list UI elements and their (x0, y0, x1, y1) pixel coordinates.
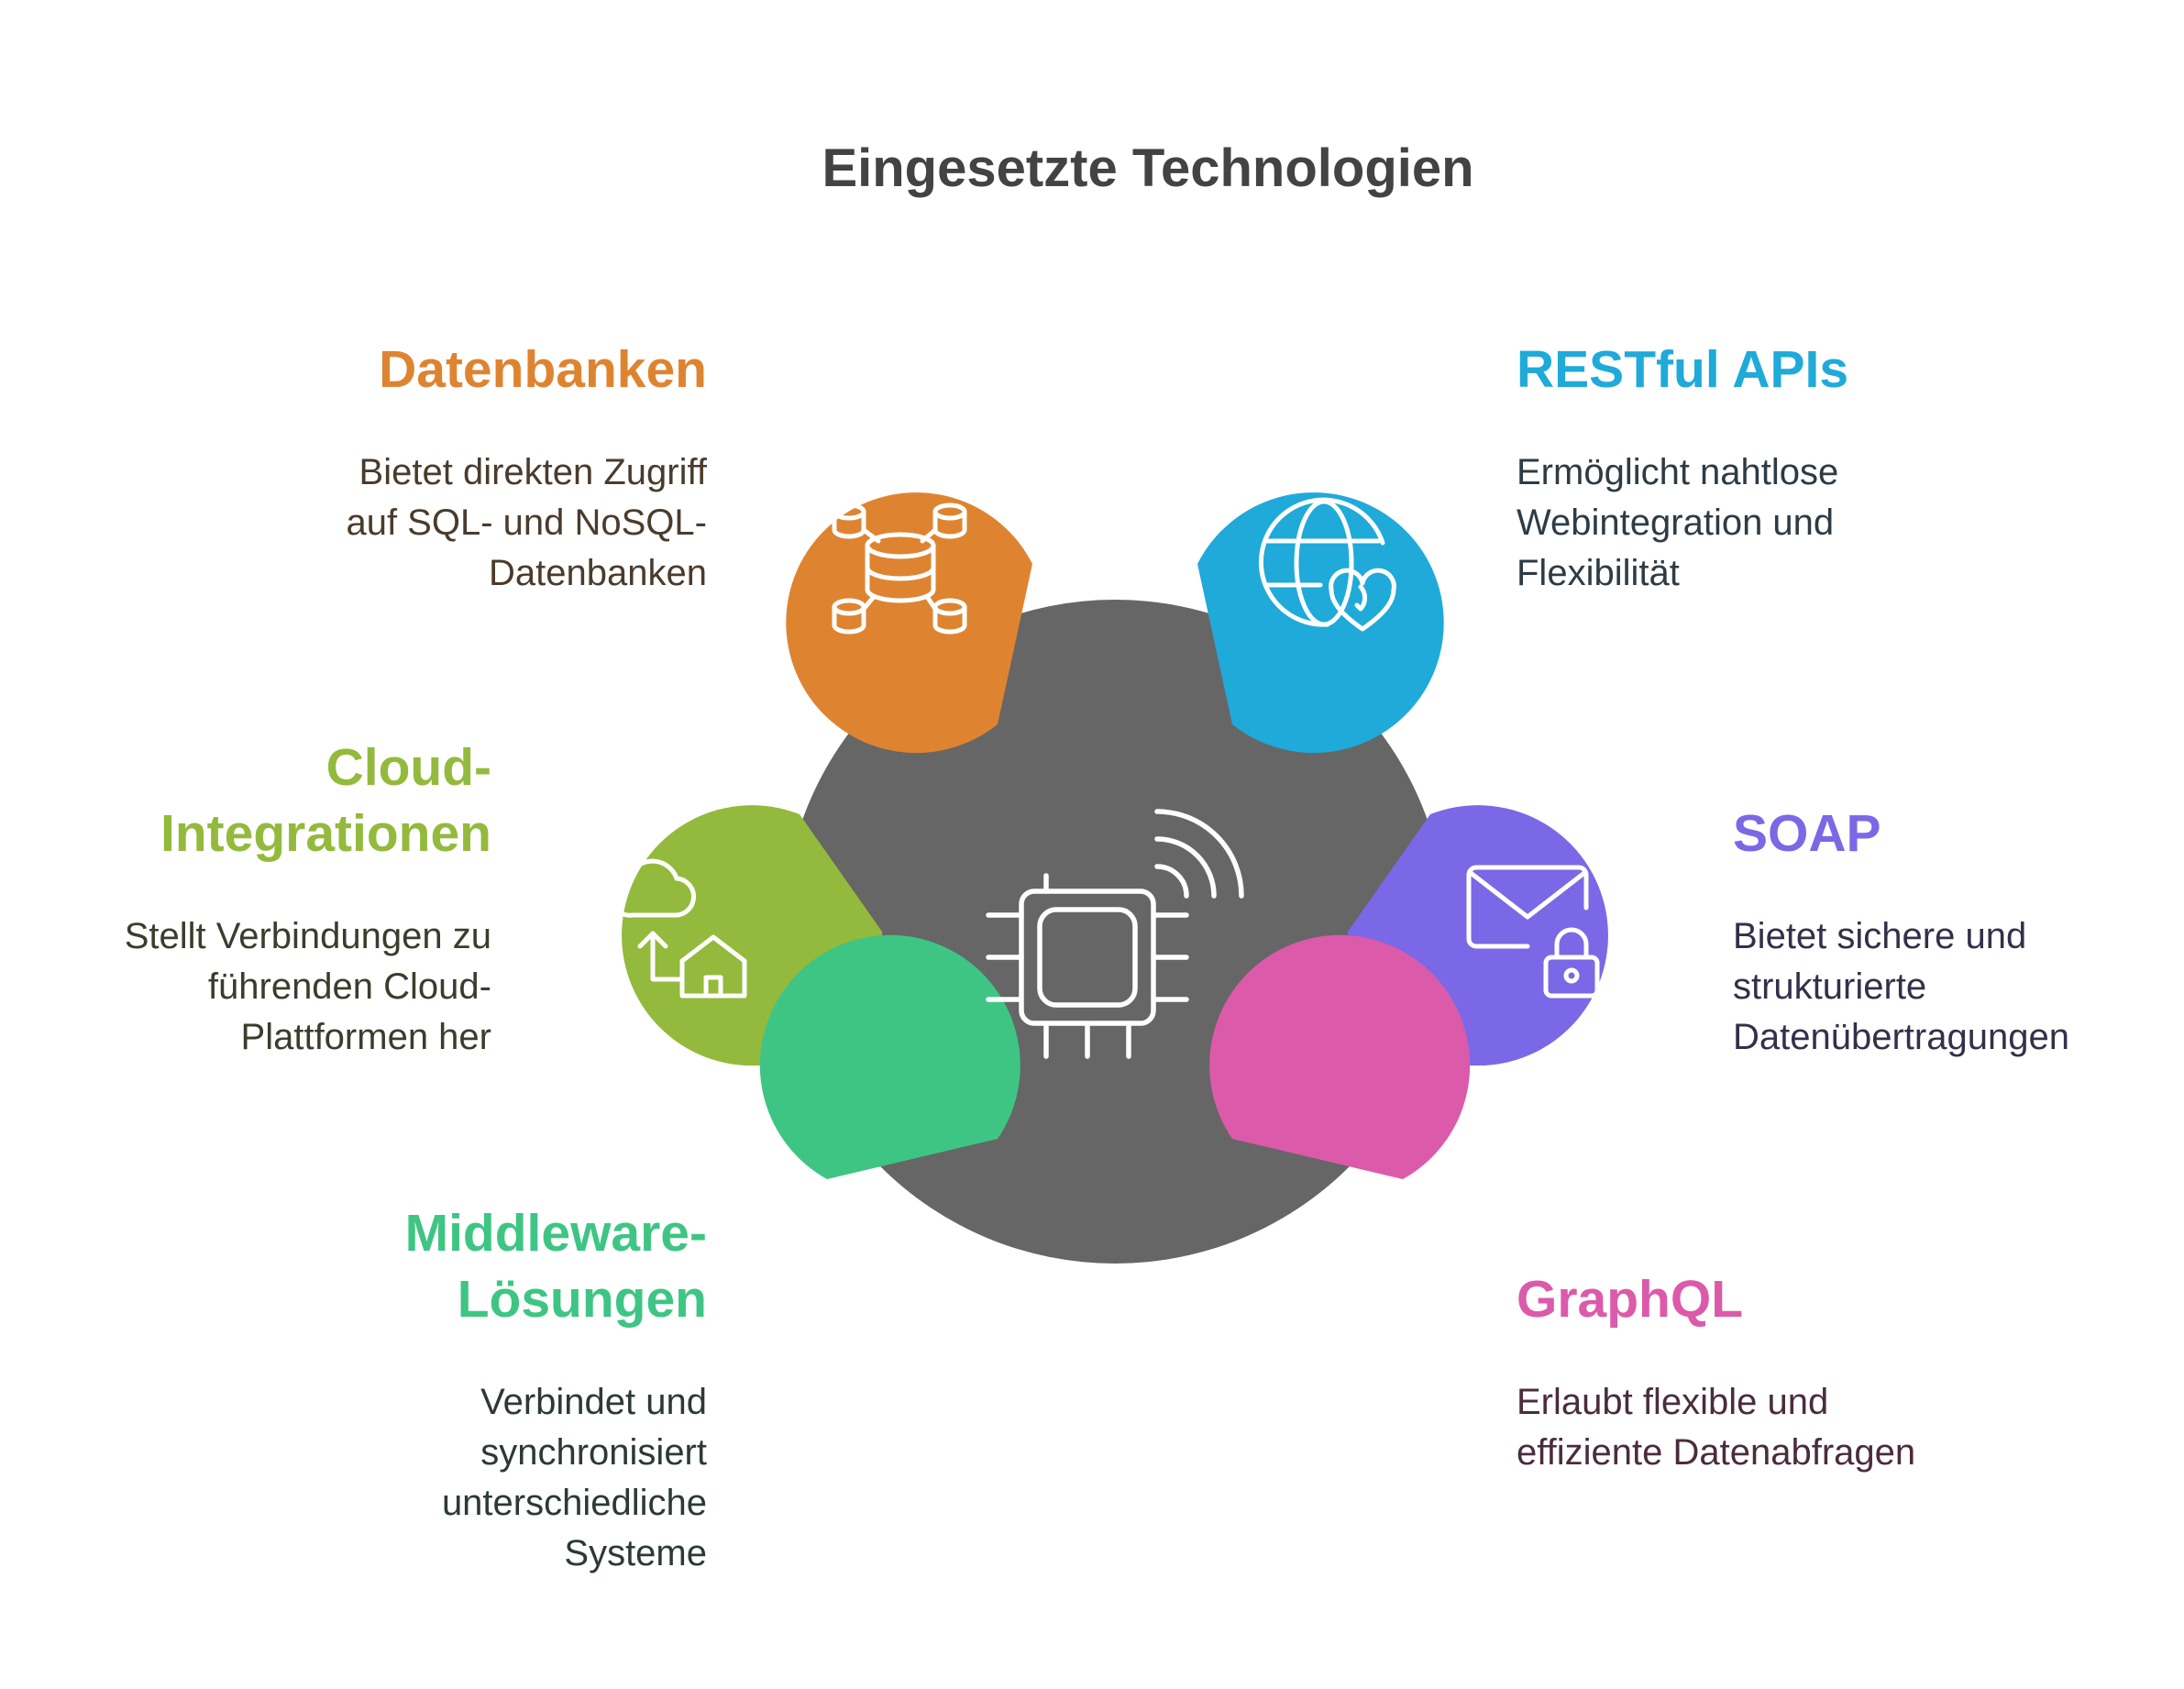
diagram-title: Eingesetzte Technologien (822, 138, 1473, 198)
petal-shape-datenbanken (786, 492, 1032, 754)
heading-middleware: Lösungen (458, 1270, 707, 1329)
heading-cloud: Integrationen (160, 804, 491, 863)
description-graphql: Erlaubt flexible und (1517, 1382, 1828, 1422)
heading-cloud: Cloud- (326, 738, 491, 797)
cloud-home-icon (611, 858, 747, 999)
mail-lock-icon (1466, 865, 1600, 999)
description-cloud: Plattformen her (241, 1017, 491, 1057)
description-cloud: führenden Cloud- (208, 966, 491, 1007)
description-middleware: Systeme (564, 1533, 707, 1573)
database-network-icon (832, 502, 967, 635)
heading-datenbanken: Datenbanken (379, 340, 707, 399)
description-graphql: effiziente Datenabfragen (1517, 1432, 1915, 1473)
description-cloud: Stellt Verbindungen zu (125, 916, 491, 956)
description-restful: Webintegration und (1517, 502, 1834, 543)
exchange-arrows-icon (837, 1259, 965, 1330)
petal-middleware (759, 934, 1020, 1179)
description-restful: Flexibilität (1517, 553, 1680, 593)
label-soap: SOAP Bietet sichere und strukturierteDaten… (1733, 804, 2069, 1057)
heading-soap: SOAP (1733, 804, 1881, 863)
petal-shape-graphql (1209, 934, 1471, 1179)
label-graphql: GraphQL Erlaubt flexible und effiziente Da… (1517, 1270, 1915, 1473)
description-soap: Bietet sichere und (1733, 916, 2026, 956)
description-middleware: synchronisiert (480, 1432, 707, 1473)
heading-graphql: GraphQL (1517, 1270, 1743, 1329)
description-datenbanken: Datenbanken (489, 553, 707, 593)
description-datenbanken: Bietet direkten Zugriff (359, 452, 708, 492)
description-middleware: Verbindet und (480, 1382, 707, 1422)
globe-heart-icon (1258, 497, 1396, 632)
heading-middleware: Middleware- (405, 1204, 707, 1263)
hierarchy-icon (1265, 1239, 1394, 1355)
petal-shape-middleware (759, 934, 1020, 1179)
petal-graphql (1209, 934, 1471, 1179)
heading-restful: RESTful APIs (1517, 340, 1848, 399)
description-soap: strukturierte (1733, 966, 1926, 1007)
description-restful: Ermöglicht nahtlose (1517, 452, 1838, 492)
description-soap: Datenübertragungen (1733, 1017, 2069, 1057)
description-middleware: unterschiedliche (442, 1483, 707, 1523)
description-datenbanken: auf SQL- und NoSQL- (346, 502, 707, 543)
petal-datenbanken (786, 492, 1032, 754)
wireless-chip-icon (986, 809, 1244, 1059)
